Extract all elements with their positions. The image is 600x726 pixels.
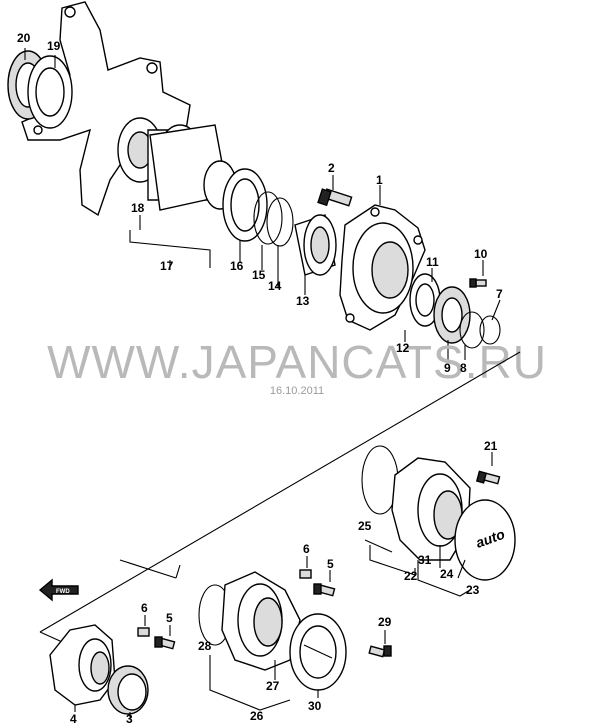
callout-3: 3 <box>126 712 133 726</box>
callout-20: 20 <box>17 31 31 45</box>
hub-cap <box>107 665 149 715</box>
callout-13: 13 <box>296 294 310 308</box>
callout-31: 31 <box>418 553 432 567</box>
callout-5-left: 5 <box>166 611 173 625</box>
thrust-washer <box>222 168 268 242</box>
callout-29: 29 <box>378 615 392 629</box>
callout-26: 26 <box>250 709 264 723</box>
callout-28: 28 <box>198 639 212 653</box>
callout-12: 12 <box>396 341 410 355</box>
watermark: WWW.JAPANCATS.RU <box>47 336 547 388</box>
callout-30: 30 <box>308 699 322 713</box>
leader-lines-top <box>24 48 501 360</box>
hub-bolt-29 <box>368 645 392 658</box>
hub-bolt-5-left <box>154 636 176 650</box>
cover-bolt <box>475 470 501 485</box>
callout-7: 7 <box>496 287 503 301</box>
hub-screw-6-mid <box>299 569 312 579</box>
leader-lines-left <box>74 615 171 718</box>
callout-17: 17 <box>160 259 174 273</box>
callout-numbers: 20 19 18 17 16 15 14 13 2 1 10 11 7 12 9… <box>17 31 503 726</box>
callout-22: 22 <box>404 569 418 583</box>
callout-19: 19 <box>47 39 61 53</box>
callout-1: 1 <box>376 173 383 187</box>
callout-6-mid: 6 <box>303 542 310 556</box>
callout-16: 16 <box>230 259 244 273</box>
wheel-hub <box>339 204 426 331</box>
lock-nut <box>433 286 471 344</box>
circlip <box>459 311 501 349</box>
callout-18: 18 <box>131 201 145 215</box>
snap-ring <box>253 191 294 247</box>
spindle <box>147 124 237 211</box>
free-wheel-hub-body <box>361 445 471 561</box>
callout-21: 21 <box>484 439 498 453</box>
callout-4: 4 <box>70 712 77 726</box>
callout-8: 8 <box>460 361 467 375</box>
callout-5-mid: 5 <box>327 557 334 571</box>
callout-2: 2 <box>328 161 335 175</box>
hub-screw-6-left <box>137 627 150 637</box>
hub-bolt <box>317 188 353 207</box>
free-wheel-hub-cover: auto <box>454 499 516 581</box>
screw <box>469 278 487 288</box>
callout-10: 10 <box>474 247 488 261</box>
wheel-bearing <box>294 214 337 276</box>
drive-flange <box>49 624 116 706</box>
manual-hub-knob <box>289 613 347 691</box>
manual-hub-body <box>198 571 301 671</box>
callout-14: 14 <box>268 279 282 293</box>
bearing-race <box>27 55 73 129</box>
watermark-date: 16.10.2011 <box>270 385 324 397</box>
forward-arrow-icon: FWD <box>38 578 79 602</box>
forward-label: FWD <box>56 589 70 595</box>
hub-bolt-5-mid <box>313 583 336 597</box>
callout-23: 23 <box>466 583 480 597</box>
callout-11: 11 <box>426 255 439 269</box>
callout-24: 24 <box>440 567 454 581</box>
callout-27: 27 <box>266 679 280 693</box>
callout-25: 25 <box>358 519 372 533</box>
callout-6-left: 6 <box>141 601 148 615</box>
callout-15: 15 <box>252 268 266 282</box>
callout-9: 9 <box>444 361 451 375</box>
leader-lines-right <box>364 452 493 597</box>
leader-lines-middle <box>209 556 386 711</box>
